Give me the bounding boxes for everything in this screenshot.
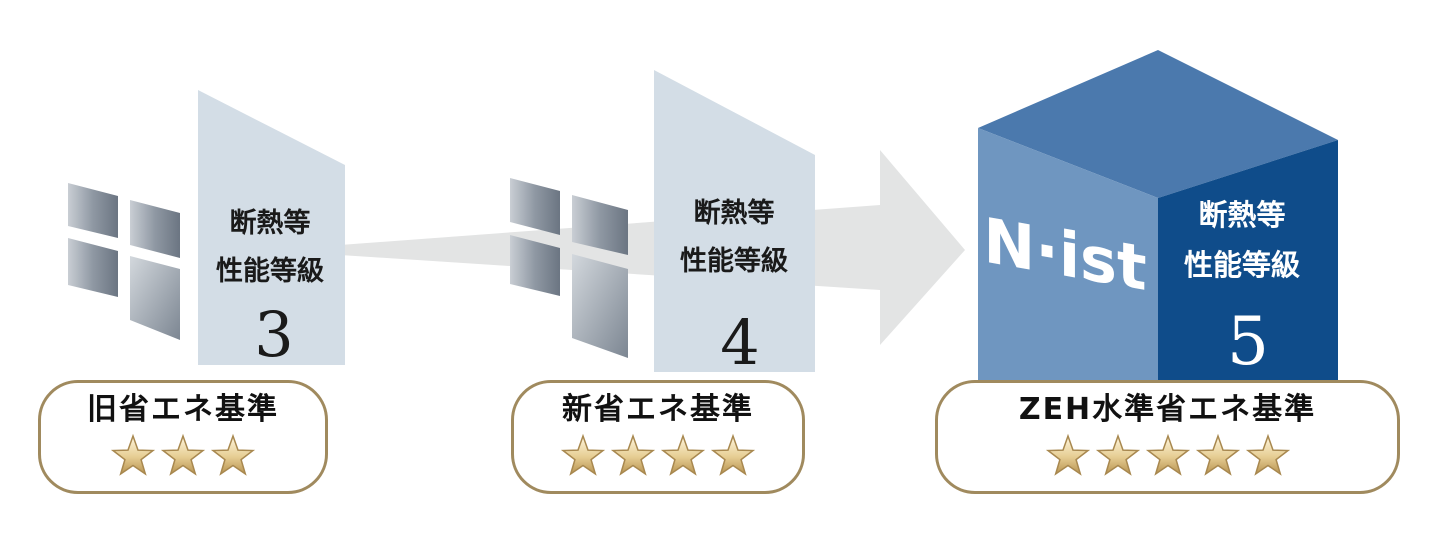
star-icon xyxy=(710,433,756,476)
standard-name: ZEH水準省エネ基準 xyxy=(1018,392,1317,427)
star-icon xyxy=(210,433,256,476)
standard-badge-old: 旧省エネ基準 xyxy=(38,380,328,494)
star-rating xyxy=(560,433,756,479)
star-icon xyxy=(1195,433,1240,476)
grade-3-building: 断熱等 性能等級 3 xyxy=(68,90,345,371)
grade-label-line2: 性能等級 xyxy=(1184,248,1300,282)
grade-label-line1: 断熱等 xyxy=(694,197,775,229)
star-icon xyxy=(560,433,606,476)
star-icon xyxy=(110,433,156,476)
standard-badge-new: 新省エネ基準 xyxy=(511,380,805,494)
star-icon xyxy=(1095,433,1140,476)
window-icon xyxy=(68,183,180,340)
standard-badge-zeh: ZEH水準省エネ基準 xyxy=(935,380,1400,494)
cube-left-face xyxy=(978,128,1158,390)
star-rating xyxy=(110,433,256,479)
cube-right-face xyxy=(1158,140,1338,390)
star-rating xyxy=(1045,433,1291,479)
grade-number: 5 xyxy=(1227,303,1269,380)
grade-4-building: 断熱等 性能等級 4 xyxy=(510,70,815,379)
standard-name: 旧省エネ基準 xyxy=(87,392,279,427)
star-icon xyxy=(610,433,656,476)
grade-label-line1: 断熱等 xyxy=(1198,198,1285,232)
star-icon xyxy=(1045,433,1090,476)
grade-label-line2: 性能等級 xyxy=(680,245,788,277)
star-icon xyxy=(1145,433,1190,476)
star-icon xyxy=(660,433,706,476)
progress-arrow xyxy=(340,150,965,345)
cube-top xyxy=(978,50,1338,198)
grade-label-line2: 性能等級 xyxy=(216,255,324,287)
grade-number: 3 xyxy=(254,298,293,371)
grade-label-line1: 断熱等 xyxy=(230,207,311,239)
wall-panel xyxy=(198,90,345,365)
grade-5-cube: N·ist 断熱等 性能等級 5 xyxy=(978,50,1338,390)
wall-panel xyxy=(654,70,815,372)
window-icon xyxy=(510,178,628,358)
standard-name: 新省エネ基準 xyxy=(562,392,754,427)
star-icon xyxy=(160,433,206,476)
star-icon xyxy=(1245,433,1290,476)
grade-number: 4 xyxy=(720,306,759,379)
